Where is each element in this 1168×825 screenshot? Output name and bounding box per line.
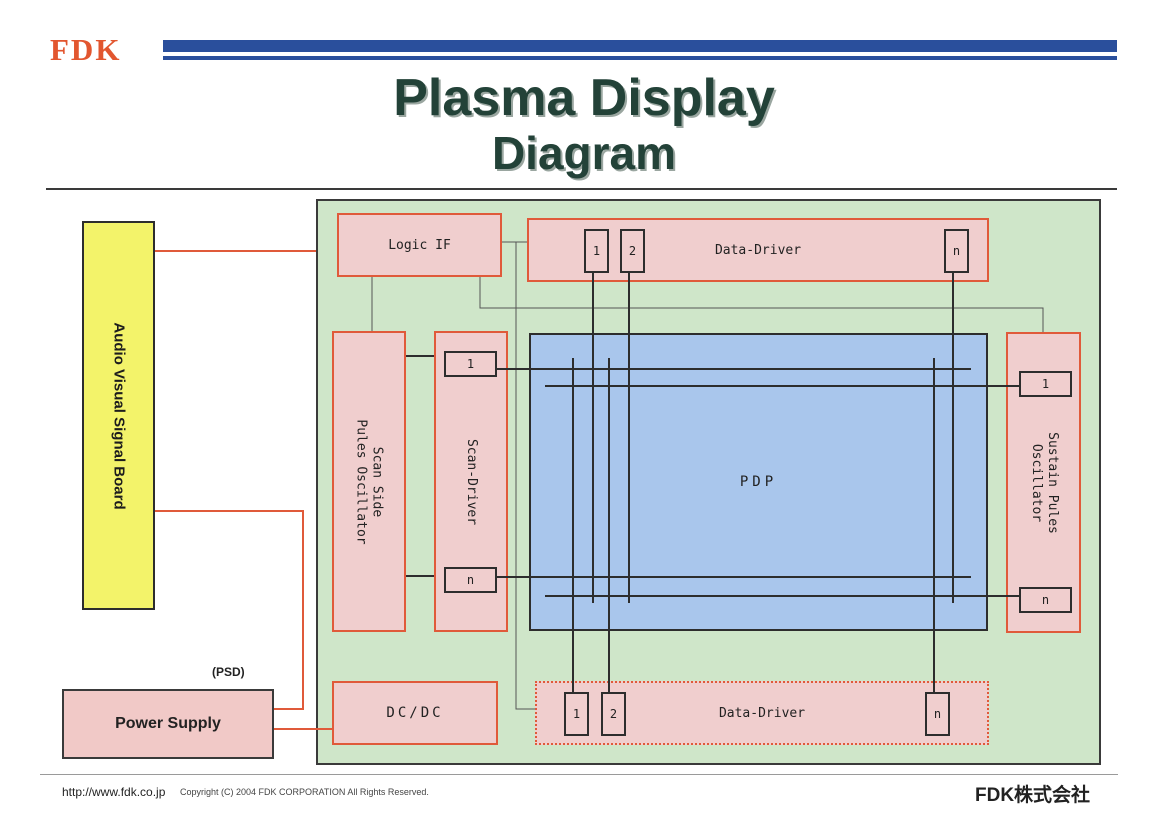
- av-to-power-line: [155, 510, 304, 710]
- scan-driver-channel-n: n: [444, 567, 497, 593]
- top-channel-n-label: n: [952, 244, 961, 258]
- power-supply-label: Power Supply: [115, 715, 221, 732]
- scan-channel-n-label: n: [466, 573, 475, 587]
- sustain-channel-1: 1: [1019, 371, 1072, 397]
- logic-to-bottom-driver-line: [515, 242, 535, 710]
- sustain-channel-1-label: 1: [1041, 377, 1050, 391]
- av-signal-board: Audio Visual Signal Board: [82, 221, 155, 610]
- power-supply-box: Power Supply: [62, 689, 274, 759]
- bottom-channel-2-label: 2: [609, 707, 618, 721]
- footer-copyright: Copyright (C) 2004 FDK CORPORATION All R…: [180, 787, 429, 797]
- footer-url[interactable]: http://www.fdk.co.jp: [62, 785, 166, 799]
- page-title-line2: Diagram: [491, 127, 677, 179]
- top-channel-2-label: 2: [628, 244, 637, 258]
- dcdc-label: DC/DC: [386, 705, 444, 721]
- top-driver-channel-n: n: [944, 229, 969, 273]
- data-driver-bottom-label: Data-Driver: [718, 705, 806, 721]
- header-band-thin: [163, 56, 1117, 60]
- page-title-line1: Plasma Display: [393, 69, 775, 127]
- logic-to-sustain-line: [479, 277, 1044, 332]
- logic-if-label: Logic IF: [388, 237, 451, 253]
- logic-if-box: Logic IF: [337, 213, 502, 277]
- bottom-driver-channel-1: 1: [564, 692, 589, 736]
- top-driver-channel-1: 1: [584, 229, 609, 273]
- dcdc-box: DC/DC: [332, 681, 498, 745]
- header-band-thick: [163, 40, 1117, 52]
- scan-driver-channel-1: 1: [444, 351, 497, 377]
- bottom-channel-1-label: 1: [572, 707, 581, 721]
- scan-channel-1-label: 1: [466, 357, 475, 371]
- data-driver-top-label: Data-Driver: [714, 242, 802, 258]
- footer-company: FDK株式会社: [975, 785, 1091, 806]
- bottom-driver-channel-2: 2: [601, 692, 626, 736]
- title-divider: [46, 188, 1117, 190]
- fdk-logo: FDK: [50, 32, 122, 67]
- pdp-label: PDP: [739, 474, 778, 490]
- pdp-panel: PDP: [529, 333, 988, 631]
- top-channel-1-label: 1: [592, 244, 601, 258]
- psd-label: (PSD): [212, 665, 245, 679]
- bottom-driver-channel-n: n: [925, 692, 950, 736]
- top-driver-channel-2: 2: [620, 229, 645, 273]
- sustain-channel-n-label: n: [1041, 593, 1050, 607]
- scan-side-oscillator: Scan Side Pules Oscillator: [332, 331, 406, 632]
- bottom-channel-n-label: n: [933, 707, 942, 721]
- sustain-channel-n: n: [1019, 587, 1072, 613]
- footer-divider: [40, 774, 1118, 775]
